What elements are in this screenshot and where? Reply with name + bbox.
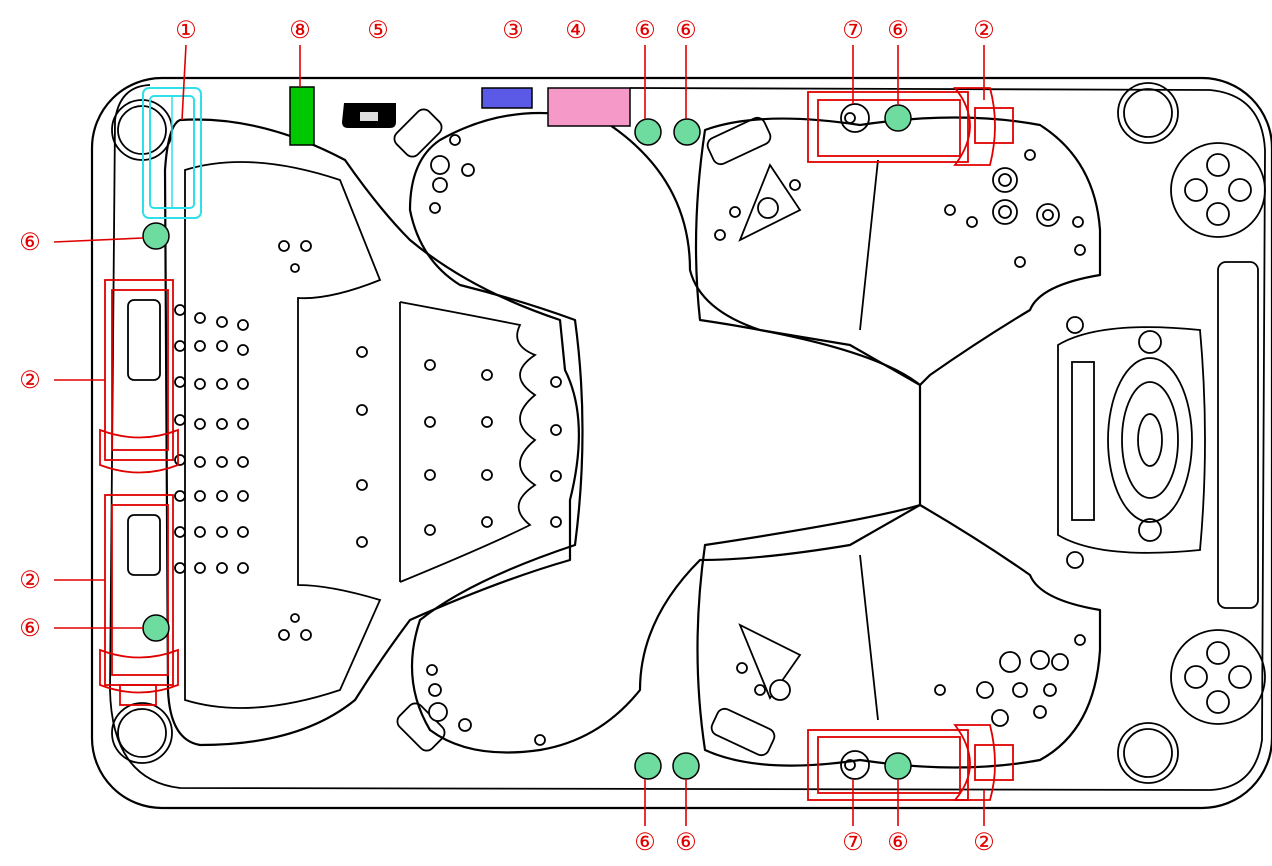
- valve-bottom-2: [672, 752, 700, 780]
- pillow-top-center: [393, 108, 443, 158]
- part-5-control-panel: [342, 103, 396, 128]
- callout-2-top: ②: [973, 16, 995, 44]
- speaker-bottom-right: [1170, 629, 1266, 725]
- wavy-backrest: [399, 301, 537, 583]
- callout-2-left-upper: ②: [19, 366, 41, 394]
- callout-6-top-1: ⑥: [634, 16, 656, 44]
- pillow-bottom-right: [710, 707, 776, 757]
- center-footwell: [408, 111, 922, 754]
- valve-bottom-right: [884, 752, 912, 780]
- callout-7-bottom: ⑦: [842, 828, 864, 856]
- part-2-frame-left-top: [99, 279, 179, 474]
- valve-bottom-1: [634, 752, 662, 780]
- part-3-blue-unit: [481, 87, 533, 109]
- seat-top-right: [694, 116, 1102, 387]
- valve-top-2: [673, 118, 701, 146]
- seat-bottom-right: [696, 503, 1102, 769]
- seating-outline: [163, 118, 580, 747]
- cup-holder-bottom-left: [111, 702, 173, 764]
- valve-left-lower: [142, 614, 170, 642]
- lounger-left: [184, 161, 382, 709]
- valve-top-1: [634, 118, 662, 146]
- callout-2-bottom: ②: [973, 828, 995, 856]
- callout-3: ③: [502, 16, 524, 44]
- jets-right-seats: [426, 134, 1086, 746]
- part-2-frame-left-bottom: [99, 494, 179, 706]
- valve-top-right: [884, 104, 912, 132]
- part-7-knob-bottom: [840, 750, 870, 780]
- callout-6-left-lower: ⑥: [19, 614, 41, 642]
- tub-outer-shell: [90, 76, 1272, 810]
- callout-7-top: ⑦: [842, 16, 864, 44]
- seat-divider-top: [859, 159, 879, 331]
- part-7-knob-top: [840, 103, 870, 133]
- jets-left-lounger: [174, 240, 312, 641]
- callout-8: ⑧: [289, 16, 311, 44]
- pillow-left-top: [127, 299, 161, 381]
- jets-center-lounger: [356, 346, 562, 548]
- callout-6-bottom-1: ⑥: [634, 828, 656, 856]
- speaker-top-right: [1170, 142, 1266, 238]
- cup-holder-top-right: [1117, 82, 1179, 144]
- tub-inner-rim: [109, 84, 1266, 791]
- leader-lines: [53, 44, 985, 826]
- part-1-cyan-filter: [142, 87, 202, 219]
- callout-6-left-upper: ⑥: [19, 228, 41, 256]
- right-side-slot: [1217, 261, 1259, 609]
- part-2-frame-bottom-right: [807, 724, 1014, 801]
- callouts: ① ⑧ ⑤ ③ ④ ⑥ ⑥ ⑦ ⑥ ② ⑥ ② ② ⑥ ⑥ ⑥ ⑦ ⑥ ②: [19, 16, 995, 856]
- part-2-frame-top-right: [807, 87, 1014, 166]
- cup-holder-bottom-right: [1117, 722, 1179, 784]
- callout-5: ⑤: [367, 16, 389, 44]
- part-6-valves: [142, 104, 912, 780]
- part-4-pink-unit: [547, 87, 631, 127]
- callout-6-bottom-3: ⑥: [887, 828, 909, 856]
- callout-6-top-2: ⑥: [675, 16, 697, 44]
- valve-left-upper: [142, 222, 170, 250]
- pillow-top-right: [706, 116, 772, 166]
- callout-4: ④: [565, 16, 587, 44]
- pillow-left-bottom: [127, 514, 161, 576]
- callout-6-bottom-2: ⑥: [675, 828, 697, 856]
- part-8-green-panel: [289, 86, 315, 146]
- callout-6-top-3: ⑥: [887, 16, 909, 44]
- callout-2-left-lower: ②: [19, 566, 41, 594]
- seat-divider-bottom: [859, 554, 879, 721]
- callout-1: ①: [175, 16, 197, 44]
- headrest-right: [1057, 326, 1206, 554]
